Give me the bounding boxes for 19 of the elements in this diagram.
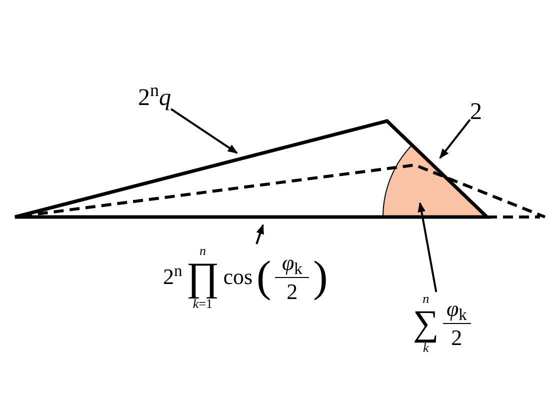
leader-arrow [256,224,264,244]
leader-arrow [439,119,471,159]
math-label: 2 [470,100,482,124]
lower-limit: k=1 [192,297,213,310]
numerator: φ$_{k}$ [446,298,467,320]
leader-arrow [170,108,238,154]
denominator: 2 [451,326,462,348]
leader-arrow [418,202,438,292]
parenthesis: ( [256,255,272,299]
math-term: 2$^{n}$ [163,266,182,288]
upper-limit: n [199,244,206,257]
sum-symbol: ∑ [413,305,439,341]
parenthesis: ) [313,255,328,299]
upper-limit: n [422,292,430,305]
math-function: cos [223,266,253,288]
math-label: 2$^{n}$q [138,86,171,110]
product-symbol: ∏ [186,257,220,297]
denominator: 2 [286,280,298,302]
numerator: φ$_{k}$ [282,252,302,274]
